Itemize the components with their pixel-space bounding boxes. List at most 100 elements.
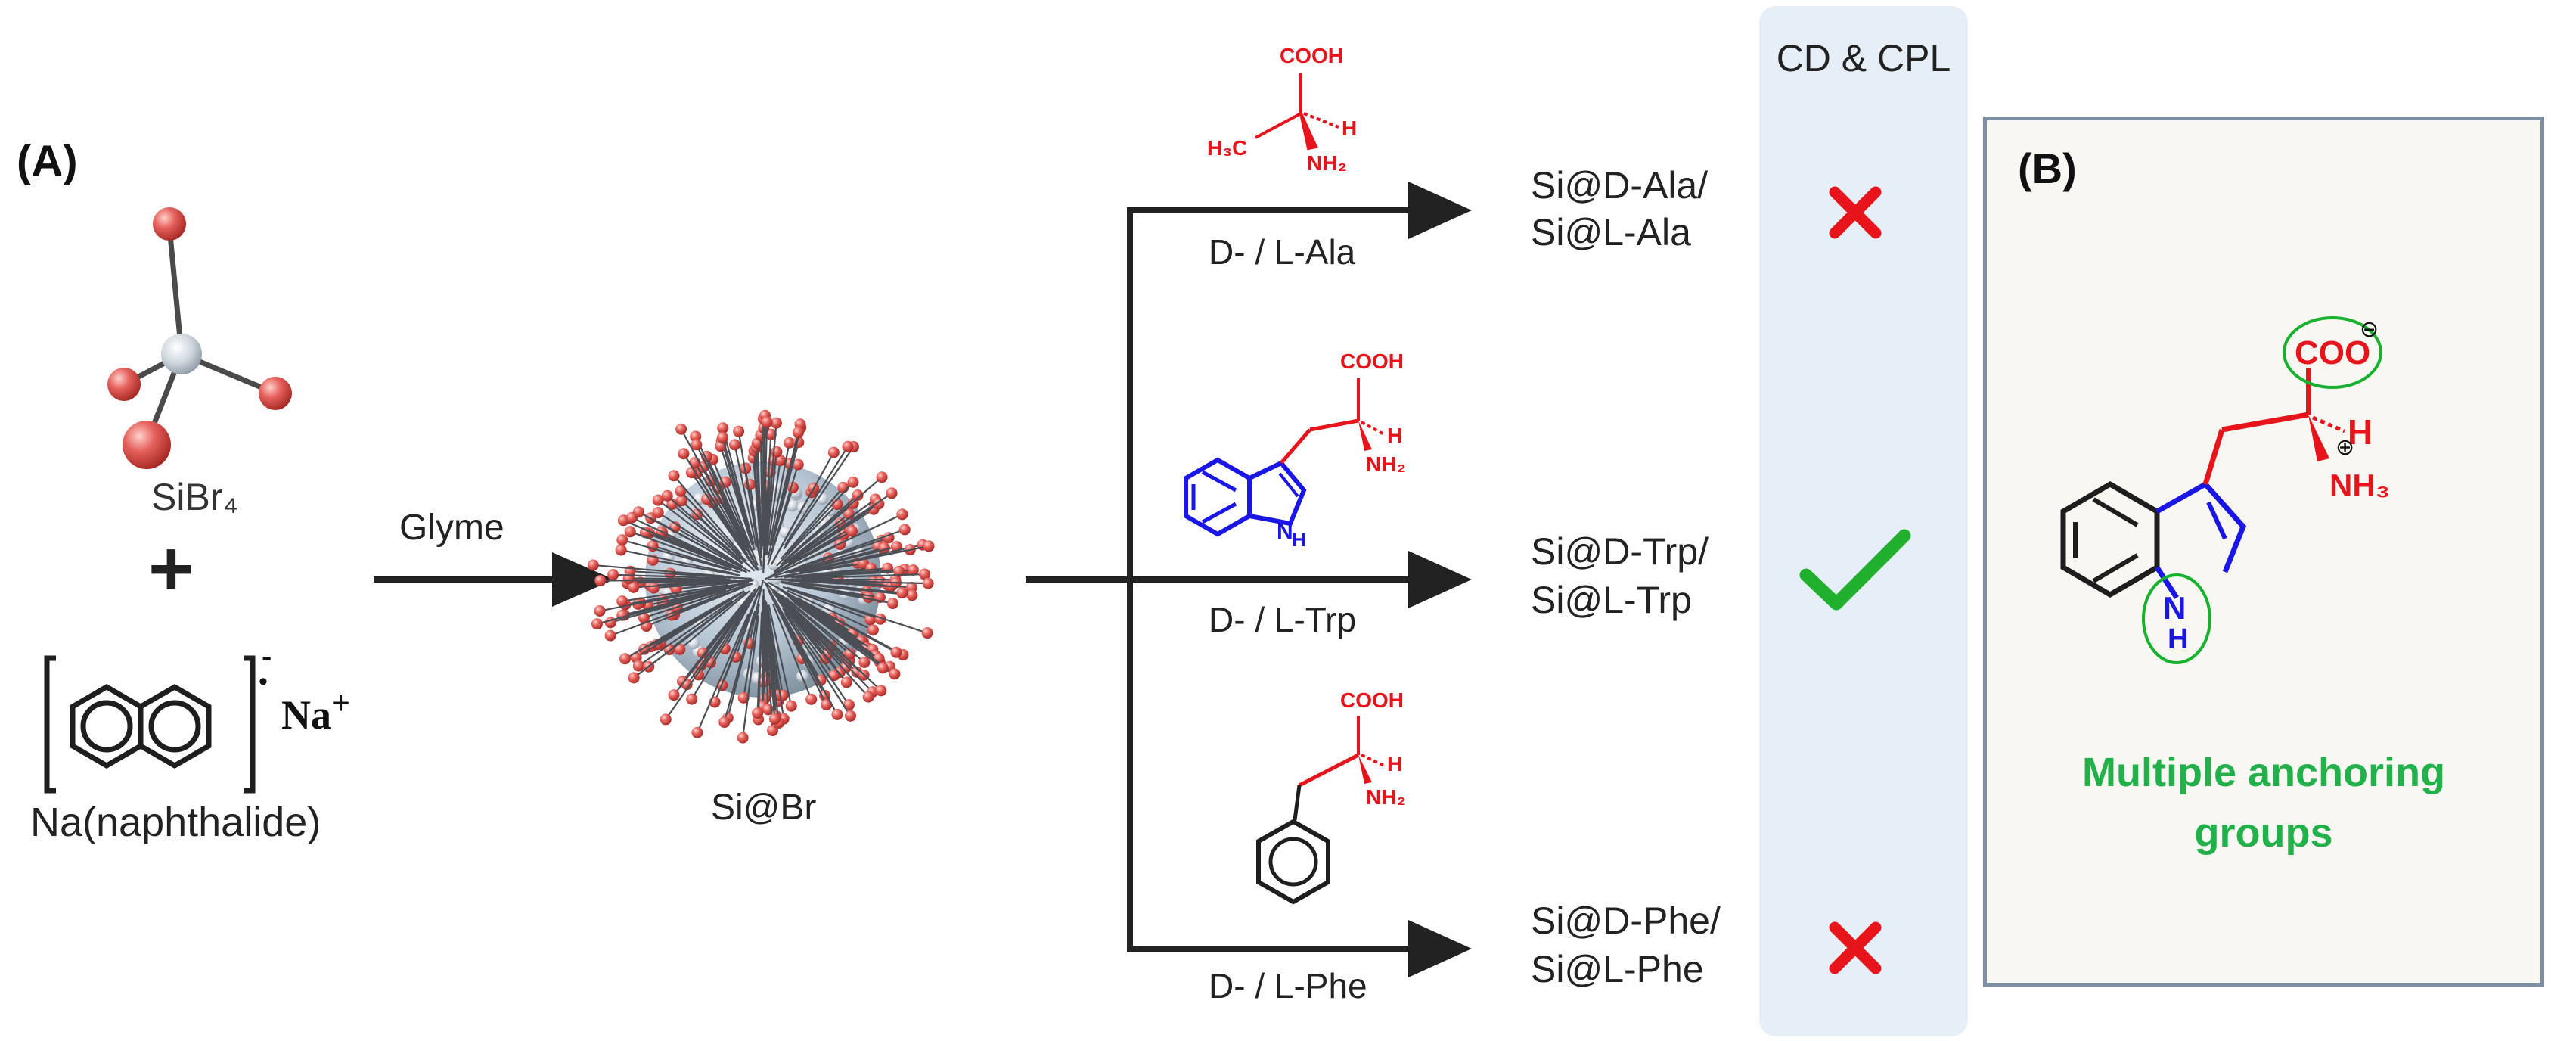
si-br-nanoparticle bbox=[587, 409, 935, 744]
bromine-atom bbox=[628, 581, 640, 593]
ligand-spike bbox=[768, 604, 793, 707]
ligand-spike bbox=[597, 589, 725, 625]
ligand-spike bbox=[725, 481, 759, 566]
bromine-atom bbox=[691, 726, 703, 738]
ligand-spike bbox=[802, 545, 930, 573]
ligand-spike bbox=[786, 582, 880, 598]
zw-nh3: NH₃ bbox=[2329, 468, 2391, 503]
ligand-spike bbox=[781, 452, 835, 547]
bromine-atom bbox=[678, 448, 690, 460]
bromine-atom bbox=[737, 691, 750, 704]
bromine-atom bbox=[675, 485, 687, 497]
check-icon bbox=[1799, 529, 1911, 611]
ligand-spike bbox=[793, 601, 883, 669]
ligand-spike bbox=[691, 605, 749, 700]
zw-n-h: H bbox=[2168, 623, 2189, 655]
radical-dot: • bbox=[259, 667, 268, 696]
ligand-spike bbox=[765, 423, 777, 543]
bromine-atom bbox=[843, 699, 855, 711]
bromine-atom bbox=[805, 693, 818, 705]
bromine-atom bbox=[907, 564, 919, 576]
ligand-spike bbox=[686, 603, 746, 685]
bromine-atom bbox=[594, 604, 606, 617]
ligand-spike bbox=[672, 503, 744, 564]
ligand-spike bbox=[646, 588, 740, 627]
ligand-spike bbox=[652, 559, 741, 576]
ligand-spike bbox=[620, 548, 734, 575]
ligand-spike bbox=[657, 499, 743, 565]
bromine-atom bbox=[785, 700, 797, 712]
zw-n: N bbox=[2163, 590, 2186, 626]
ligand-spike bbox=[766, 610, 785, 719]
ligand-spike bbox=[765, 460, 781, 556]
phe-h: H bbox=[1387, 752, 1403, 775]
ligand-spike bbox=[756, 611, 763, 713]
ligand-spike bbox=[638, 511, 735, 565]
bromine-atom bbox=[890, 646, 902, 658]
bromine-atom bbox=[840, 676, 852, 688]
bromine-atom bbox=[647, 582, 660, 594]
ligand-spike bbox=[694, 462, 746, 550]
cd-cpl-column bbox=[1759, 6, 1968, 1036]
bromine-atom bbox=[867, 624, 879, 636]
ligand-spike bbox=[629, 530, 732, 570]
tryptophan-structure bbox=[1184, 378, 1385, 537]
ligand-spike bbox=[712, 458, 752, 551]
bromine-atom bbox=[587, 559, 599, 571]
bromine-atom bbox=[717, 422, 729, 434]
trp-nh: N bbox=[1277, 519, 1293, 544]
alanine-structure bbox=[1255, 73, 1339, 151]
bromine-atom bbox=[847, 476, 859, 488]
ligand-spike bbox=[796, 570, 899, 579]
plus-sign: + bbox=[148, 525, 194, 613]
ligand-spike bbox=[791, 598, 880, 660]
bromine-atom bbox=[674, 643, 686, 655]
sodium-charge: + bbox=[331, 685, 351, 722]
bromine-atom bbox=[792, 458, 804, 471]
ligand-spike bbox=[764, 614, 774, 731]
bromine-atom bbox=[827, 446, 840, 458]
ligand-spike bbox=[762, 605, 764, 707]
ligand-spike bbox=[681, 499, 749, 566]
bromine-atom bbox=[771, 446, 783, 458]
bromine-atom bbox=[793, 427, 805, 439]
ligand-spike bbox=[633, 580, 733, 589]
ligand-spike bbox=[759, 435, 764, 547]
ligand-spike bbox=[743, 603, 760, 698]
ligand-spike bbox=[702, 588, 757, 654]
panel-a-label: (A) bbox=[17, 137, 78, 186]
ligand-spike bbox=[691, 471, 748, 555]
ligand-spike bbox=[665, 612, 741, 720]
bromine-atom bbox=[752, 707, 764, 719]
ligand-spike bbox=[765, 452, 777, 551]
bromine-atom bbox=[716, 431, 728, 443]
bromine-atom bbox=[896, 587, 908, 599]
ligand-spike bbox=[734, 586, 762, 657]
bromine-atom bbox=[652, 494, 664, 506]
ligand-spike bbox=[633, 602, 734, 679]
ligand-spike bbox=[610, 592, 728, 637]
bromine-atom bbox=[628, 672, 640, 684]
reagent-label-trp: D- / L-Trp bbox=[1209, 600, 1357, 639]
ligand-spike bbox=[680, 428, 745, 545]
ligand-spike bbox=[613, 573, 727, 580]
ligand-spike bbox=[635, 596, 735, 659]
reagent-label-ala: D- / L-Ala bbox=[1209, 232, 1356, 272]
bromine-atom bbox=[922, 577, 934, 589]
zw-coo: COO bbox=[2295, 334, 2371, 371]
bromine-atom bbox=[918, 568, 930, 580]
trp-h: H bbox=[1387, 424, 1403, 447]
bromine-atom bbox=[877, 662, 889, 674]
arrowheads bbox=[1408, 182, 1472, 977]
ligand-spike bbox=[777, 598, 835, 676]
ligand-spike bbox=[763, 421, 768, 540]
ligand-spike bbox=[793, 584, 893, 604]
bromine-atom bbox=[591, 618, 603, 630]
ligand-spike bbox=[787, 606, 869, 698]
glyme-arrow bbox=[374, 552, 614, 607]
ligand-spike bbox=[719, 446, 753, 545]
sodium-label: Na+ bbox=[281, 684, 350, 738]
bromine-atom bbox=[668, 470, 680, 482]
ligand-spike bbox=[722, 427, 755, 545]
